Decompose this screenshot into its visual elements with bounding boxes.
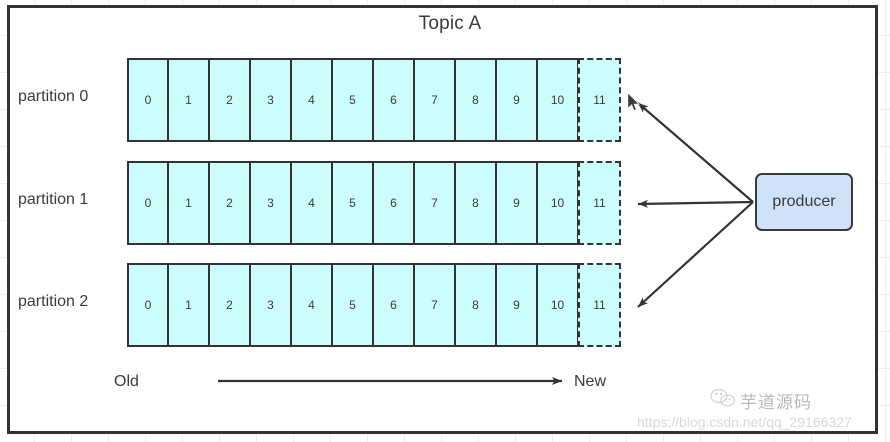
log-segment-cell[interactable]: 9 xyxy=(496,58,537,142)
log-segment-cell[interactable]: 2 xyxy=(209,58,250,142)
log-segment-cell[interactable]: 6 xyxy=(373,161,414,245)
log-segment-cell[interactable]: 7 xyxy=(414,58,455,142)
pending-log-segment-cell[interactable]: 11 xyxy=(578,161,621,245)
pending-log-segment-cell[interactable]: 11 xyxy=(578,58,621,142)
partition-label: partition 0 xyxy=(18,88,89,105)
log-segment-cell[interactable]: 3 xyxy=(250,58,291,142)
partition-cells: 0 1 2 3 4 5 6 7 8 9 10 11 xyxy=(127,263,621,347)
log-segment-cell[interactable]: 8 xyxy=(455,161,496,245)
arrow-producer-to-partition-2 xyxy=(637,201,754,308)
log-segment-cell[interactable]: 8 xyxy=(455,58,496,142)
log-segment-cell[interactable]: 10 xyxy=(537,263,578,347)
axis-label-old: Old xyxy=(114,373,139,390)
log-segment-cell[interactable]: 3 xyxy=(250,263,291,347)
partition-label: partition 2 xyxy=(18,293,89,310)
pending-log-segment-cell[interactable]: 11 xyxy=(578,263,621,347)
watermark-brand: 芋道源码 xyxy=(740,393,812,412)
log-segment-cell[interactable]: 4 xyxy=(291,263,332,347)
log-segment-cell[interactable]: 6 xyxy=(373,263,414,347)
log-segment-cell[interactable]: 2 xyxy=(209,161,250,245)
log-segment-cell[interactable]: 1 xyxy=(168,58,209,142)
wechat-icon xyxy=(710,389,735,407)
log-segment-cell[interactable]: 1 xyxy=(168,263,209,347)
log-segment-cell[interactable]: 0 xyxy=(127,161,168,245)
producer-node[interactable]: producer xyxy=(755,173,853,231)
partition-cells: 0 1 2 3 4 5 6 7 8 9 10 11 xyxy=(127,58,621,142)
page-title: Topic A xyxy=(418,13,482,34)
log-segment-cell[interactable]: 10 xyxy=(537,161,578,245)
log-segment-cell[interactable]: 5 xyxy=(332,161,373,245)
log-segment-cell[interactable]: 0 xyxy=(127,58,168,142)
log-segment-cell[interactable]: 4 xyxy=(291,161,332,245)
watermark-url: https://blog.csdn.net/qq_29166327 xyxy=(637,414,852,430)
log-segment-cell[interactable]: 9 xyxy=(496,263,537,347)
log-segment-cell[interactable]: 3 xyxy=(250,161,291,245)
log-segment-cell[interactable]: 6 xyxy=(373,58,414,142)
arrow-producer-to-partition-0 xyxy=(637,102,754,203)
log-segment-cell[interactable]: 4 xyxy=(291,58,332,142)
log-segment-cell[interactable]: 2 xyxy=(209,263,250,347)
mouse-cursor-icon xyxy=(627,92,641,112)
log-segment-cell[interactable]: 5 xyxy=(332,263,373,347)
log-segment-cell[interactable]: 7 xyxy=(414,161,455,245)
arrow-producer-to-partition-1 xyxy=(637,199,754,208)
log-segment-cell[interactable]: 1 xyxy=(168,161,209,245)
partition-label: partition 1 xyxy=(18,191,89,208)
log-segment-cell[interactable]: 5 xyxy=(332,58,373,142)
log-segment-cell[interactable]: 10 xyxy=(537,58,578,142)
log-segment-cell[interactable]: 9 xyxy=(496,161,537,245)
log-segment-cell[interactable]: 7 xyxy=(414,263,455,347)
log-segment-cell[interactable]: 0 xyxy=(127,263,168,347)
log-segment-cell[interactable]: 8 xyxy=(455,263,496,347)
producer-label: producer xyxy=(772,193,836,210)
axis-label-new: New xyxy=(574,373,607,390)
partition-cells: 0 1 2 3 4 5 6 7 8 9 10 11 xyxy=(127,161,621,245)
